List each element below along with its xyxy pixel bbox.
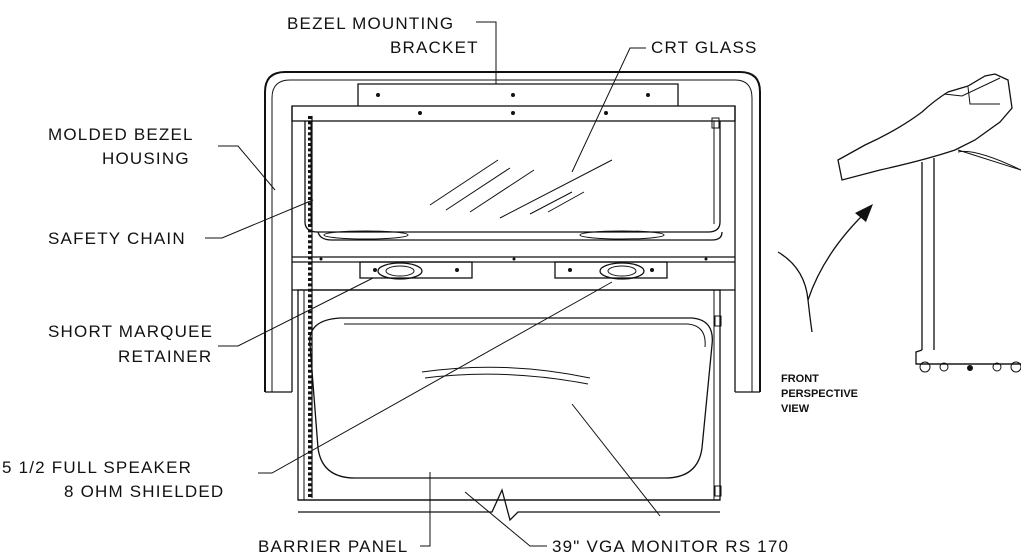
speaker-left [377,262,423,280]
monitor-cabinet [292,289,735,501]
label-vga-monitor: 39" VGA MONITOR RS 170 [552,537,789,556]
label-safety-chain: SAFETY CHAIN [48,229,186,248]
barrier-panel [298,488,720,522]
label-crt-glass: CRT GLASS [651,38,758,57]
inset-label-perspective: PERSPECTIVE [781,388,858,400]
perspective-view-inset: FRONT PERSPECTIVE VIEW [777,73,1021,415]
leader-lines [205,21,661,547]
label-molded-bezel-housing-2: HOUSING [102,149,190,168]
inner-frame [291,105,736,392]
label-bezel-mounting-bracket-2: BRACKET [390,38,479,57]
inset-label-front: FRONT [781,373,819,385]
label-bezel-mounting-bracket-1: BEZEL MOUNTING [287,14,454,33]
label-molded-bezel-housing-1: MOLDED BEZEL [48,125,194,144]
molded-bezel-housing [264,71,761,393]
label-short-marquee-retainer-2: RETAINER [118,347,212,366]
label-speaker-2: 8 OHM SHIELDED [64,482,224,501]
label-speaker-1: 5 1/2 FULL SPEAKER [2,458,192,477]
label-barrier-panel: BARRIER PANEL [258,537,408,556]
inset-label-view: VIEW [781,403,810,415]
bezel-mounting-bracket [357,83,679,106]
marquee-retainer-strip [292,256,735,279]
safety-chain [308,116,313,498]
speaker-right [599,262,645,280]
callout-labels: BEZEL MOUNTING BRACKET CRT GLASS MOLDED … [2,14,789,556]
vga-monitor-screen [309,317,713,479]
crt-glass [304,117,723,241]
label-short-marquee-retainer-1: SHORT MARQUEE [48,322,213,341]
